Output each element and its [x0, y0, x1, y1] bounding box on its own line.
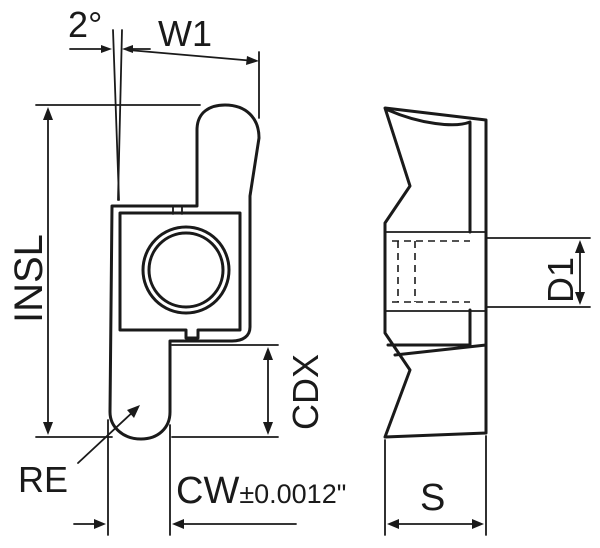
insl-dimension: INSL [7, 104, 201, 438]
cdx-label: CDX [285, 354, 326, 430]
angle-dimension: 2° [68, 4, 151, 201]
insl-label: INSL [7, 234, 51, 323]
re-label: RE [18, 459, 68, 500]
pocket-notch [172, 205, 183, 215]
s-dimension: S [384, 435, 487, 536]
screw-hole-outer [141, 225, 231, 315]
screw-hole-inner [147, 231, 225, 309]
d1-label: D1 [540, 257, 581, 303]
insert-outline [108, 103, 261, 441]
d1-dimension: D1 [485, 237, 591, 308]
side-bottom-ridge [386, 308, 488, 357]
insert-pocket [118, 211, 242, 340]
insert-side-view [383, 106, 488, 439]
w1-label: W1 [158, 13, 212, 54]
w1-dimension: W1 [127, 13, 260, 119]
angle-label: 2° [68, 4, 102, 45]
side-outline [383, 106, 488, 439]
side-top-ridge [386, 108, 472, 234]
cw-label: CW±0.0012" [176, 470, 346, 512]
cdx-dimension: CDX [171, 344, 326, 438]
insert-front-view [108, 103, 261, 441]
cw-tolerance: ±0.0012" [239, 479, 346, 509]
cw-symbol: CW [176, 470, 239, 512]
re-dimension: RE [18, 405, 140, 500]
cw-dimension: CW±0.0012" [73, 419, 346, 536]
s-label: S [420, 477, 445, 519]
